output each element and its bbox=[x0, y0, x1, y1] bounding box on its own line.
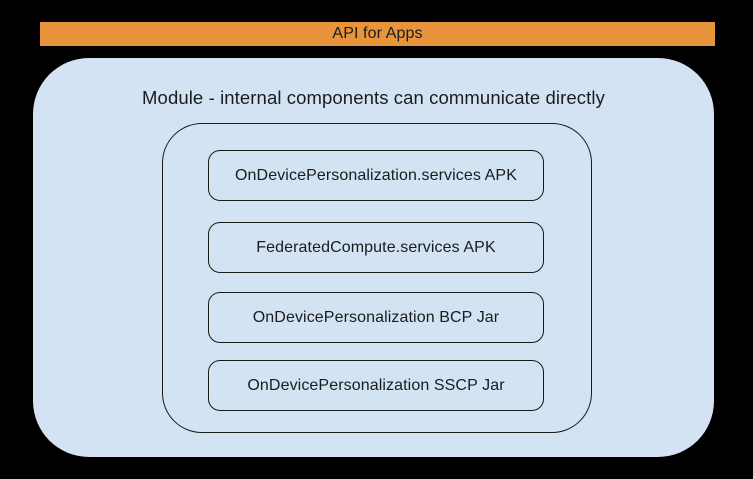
component-box-odp-bcp-jar: OnDevicePersonalization BCP Jar bbox=[208, 292, 544, 343]
component-box-odp-services-apk: OnDevicePersonalization.services APK bbox=[208, 150, 544, 201]
component-label-odp-services-apk: OnDevicePersonalization.services APK bbox=[235, 166, 517, 184]
components-group-outline: OnDevicePersonalization.services APK Fed… bbox=[162, 123, 592, 433]
module-title: Module - internal components can communi… bbox=[142, 87, 605, 108]
component-label-odp-sscp-jar: OnDevicePersonalization SSCP Jar bbox=[247, 376, 505, 394]
component-label-federatedcompute-services-apk: FederatedCompute.services APK bbox=[256, 238, 496, 256]
component-box-federatedcompute-services-apk: FederatedCompute.services APK bbox=[208, 222, 544, 273]
api-for-apps-banner: API for Apps bbox=[40, 22, 715, 46]
api-for-apps-banner-label: API for Apps bbox=[332, 25, 423, 42]
component-box-odp-sscp-jar: OnDevicePersonalization SSCP Jar bbox=[208, 360, 544, 411]
component-label-odp-bcp-jar: OnDevicePersonalization BCP Jar bbox=[252, 308, 500, 326]
module-container: Module - internal components can communi… bbox=[33, 58, 714, 457]
